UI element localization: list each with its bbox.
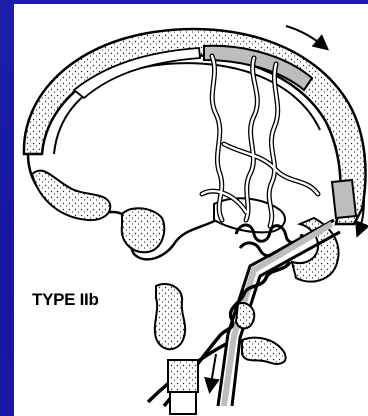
vertebra-4 xyxy=(168,360,198,392)
figure-panel: TYPE IIb xyxy=(14,4,368,416)
vertebra-3 xyxy=(242,338,286,364)
sphenoid xyxy=(122,208,165,252)
vertebra-1 xyxy=(155,284,185,349)
vertebra-5 xyxy=(170,392,196,414)
flow-arrow-top xyxy=(286,26,326,48)
skull-vessel-diagram xyxy=(14,4,368,416)
orbit xyxy=(32,171,110,221)
transverse-sinus xyxy=(332,180,356,218)
vertebra-2 xyxy=(236,303,254,328)
figure-type-label: TYPE IIb xyxy=(32,290,99,310)
flow-arrow-down xyxy=(210,354,216,390)
